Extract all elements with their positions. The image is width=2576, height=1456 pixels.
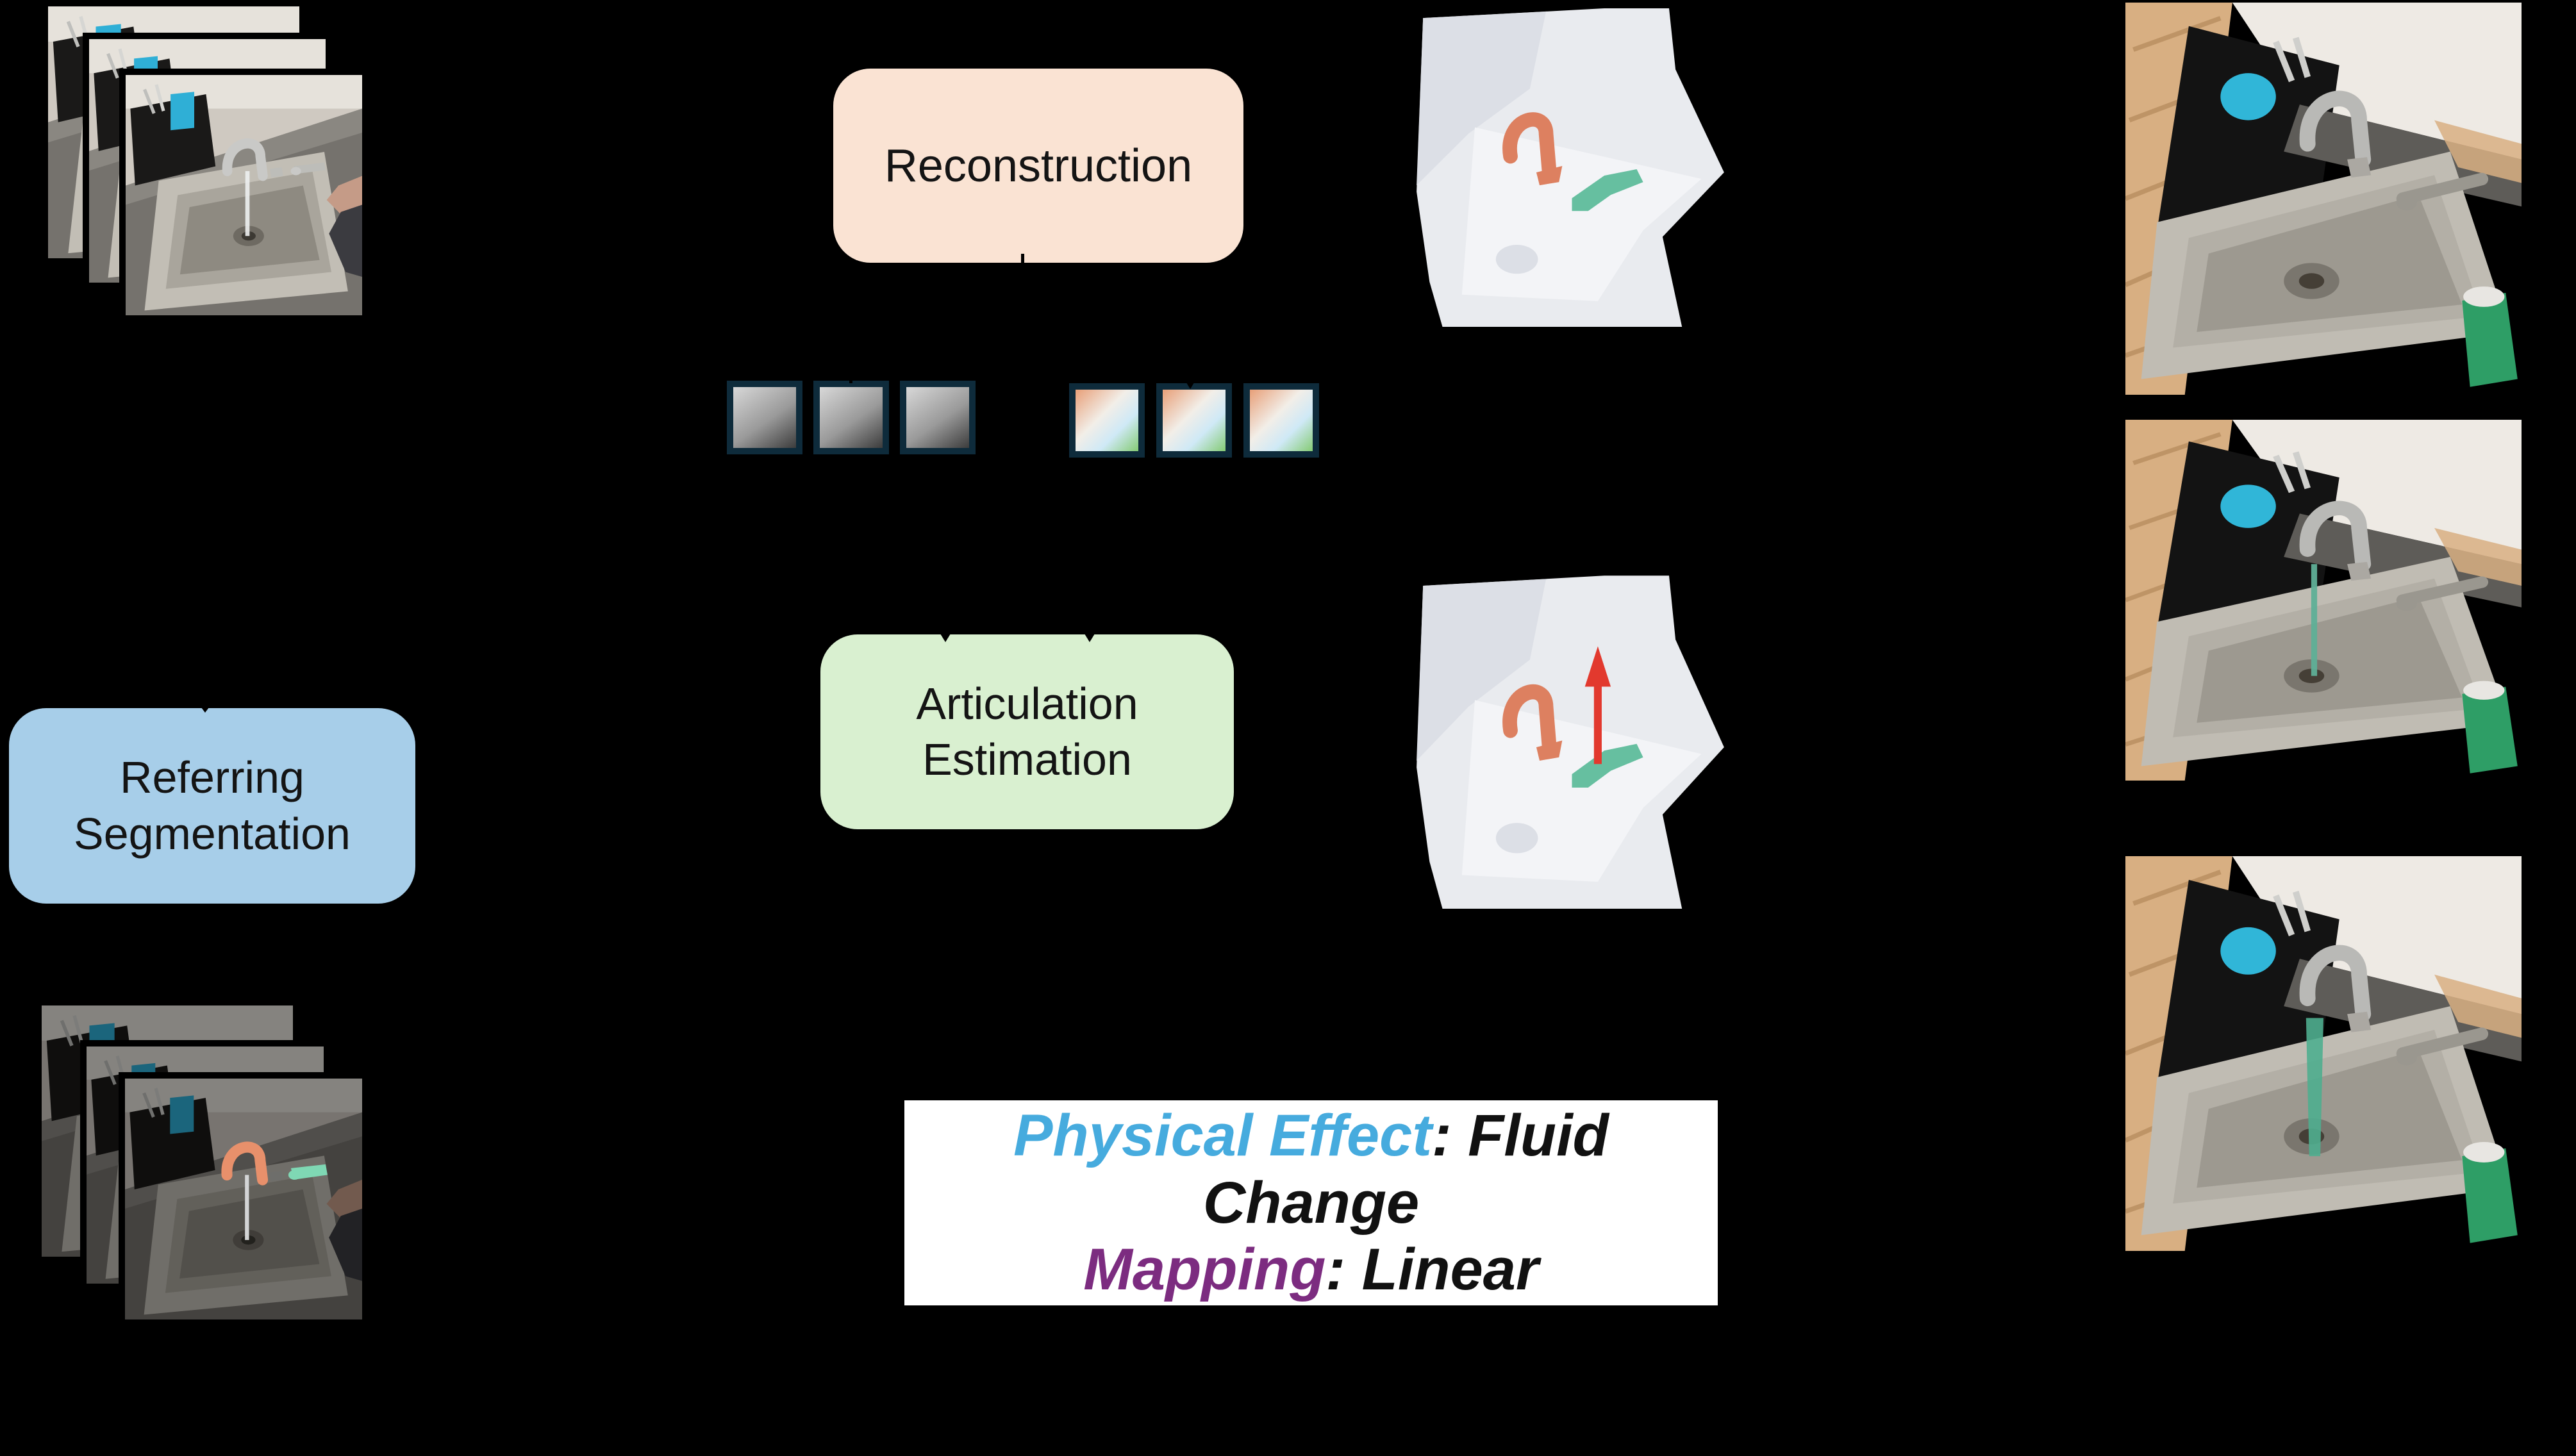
scene-art	[2125, 3, 2522, 395]
effect-label: Physical Effect	[1013, 1102, 1432, 1168]
arrow-tip-into-articulation-1	[940, 634, 951, 642]
reconstruction-label: Reconstruction	[884, 140, 1193, 192]
mapping-label: Mapping	[1083, 1237, 1326, 1303]
scene-art	[1410, 5, 1734, 327]
render-output-frame-3	[2125, 856, 2522, 1251]
articulation-estimation-box: Articulation Estimation	[820, 634, 1234, 829]
arrow-tip-above-color-tile	[1185, 381, 1195, 389]
scene-art	[1410, 572, 1734, 909]
segmented-frame-3	[119, 1072, 369, 1326]
scene-art	[126, 75, 362, 315]
effect-line: Physical Effect: Fluid Change	[904, 1102, 1718, 1237]
scene-art	[2125, 420, 2522, 781]
color-feature-tile-1	[1069, 383, 1145, 458]
mapping-line: Mapping: Linear	[1083, 1236, 1538, 1303]
referring-segmentation-box: Referring Segmentation	[9, 708, 415, 904]
gray-feature-tile-1	[727, 381, 802, 454]
scene-art	[2125, 856, 2522, 1251]
render-output-frame-1	[2125, 3, 2522, 395]
reconstruction-box: Reconstruction	[833, 69, 1243, 263]
gray-feature-tile-2	[813, 381, 889, 454]
arrow-tip-below-reconstruction	[1021, 254, 1024, 265]
physical-effect-panel: Physical Effect: Fluid Change Mapping: L…	[904, 1100, 1718, 1305]
referring-label-line1: Referring	[120, 752, 304, 802]
color-feature-tile-2	[1156, 383, 1232, 458]
mapping-value: : Linear	[1325, 1237, 1539, 1303]
articulation-label-line2: Estimation	[922, 734, 1132, 784]
gray-feature-tile-3	[900, 381, 976, 454]
articulation-label-line1: Articulation	[916, 678, 1138, 729]
effect-value: : Fluid Change	[1202, 1102, 1609, 1236]
scene-art	[125, 1079, 362, 1320]
mesh-view-articulation-axis	[1410, 572, 1734, 909]
color-feature-tile-3	[1243, 383, 1319, 458]
referring-label-line2: Segmentation	[74, 808, 351, 859]
input-frame-3	[119, 69, 369, 322]
arrow-tip-into-referring	[201, 707, 209, 713]
mesh-view-reconstruction	[1410, 5, 1734, 327]
arrow-tip-into-articulation-2	[1084, 634, 1095, 642]
render-output-frame-2	[2125, 420, 2522, 781]
arrow-tip-above-gray-tile	[849, 379, 852, 383]
